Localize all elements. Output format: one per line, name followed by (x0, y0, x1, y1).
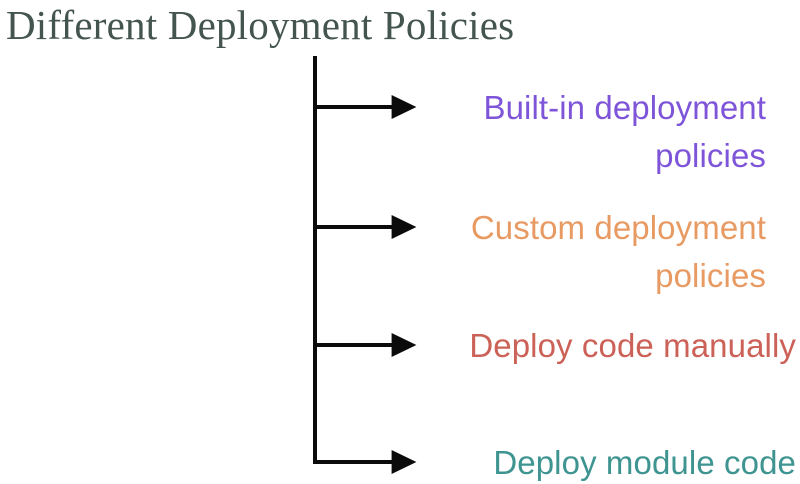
branch-label-line-2: policies (655, 137, 766, 174)
branch-label-deploy-module-code: Deploy module code (420, 439, 796, 484)
branch-label-deploy-code-manually: Deploy code manually (420, 322, 796, 370)
branch-label-custom-deployment-policies: Custom deployment policies (420, 204, 766, 300)
branch-label-line-1: Deploy code manually (469, 327, 796, 364)
branch-label-line-2: policies (655, 257, 766, 294)
branch-label-line-1: Built-in deployment (483, 89, 766, 126)
branch-label-line-1: Custom deployment (470, 209, 766, 246)
branch-label-line-1: Deploy module code (493, 444, 796, 481)
page-title: Different Deployment Policies (6, 2, 515, 48)
branch-label-built-in-deployment-policies: Built-in deployment policies (420, 84, 766, 180)
